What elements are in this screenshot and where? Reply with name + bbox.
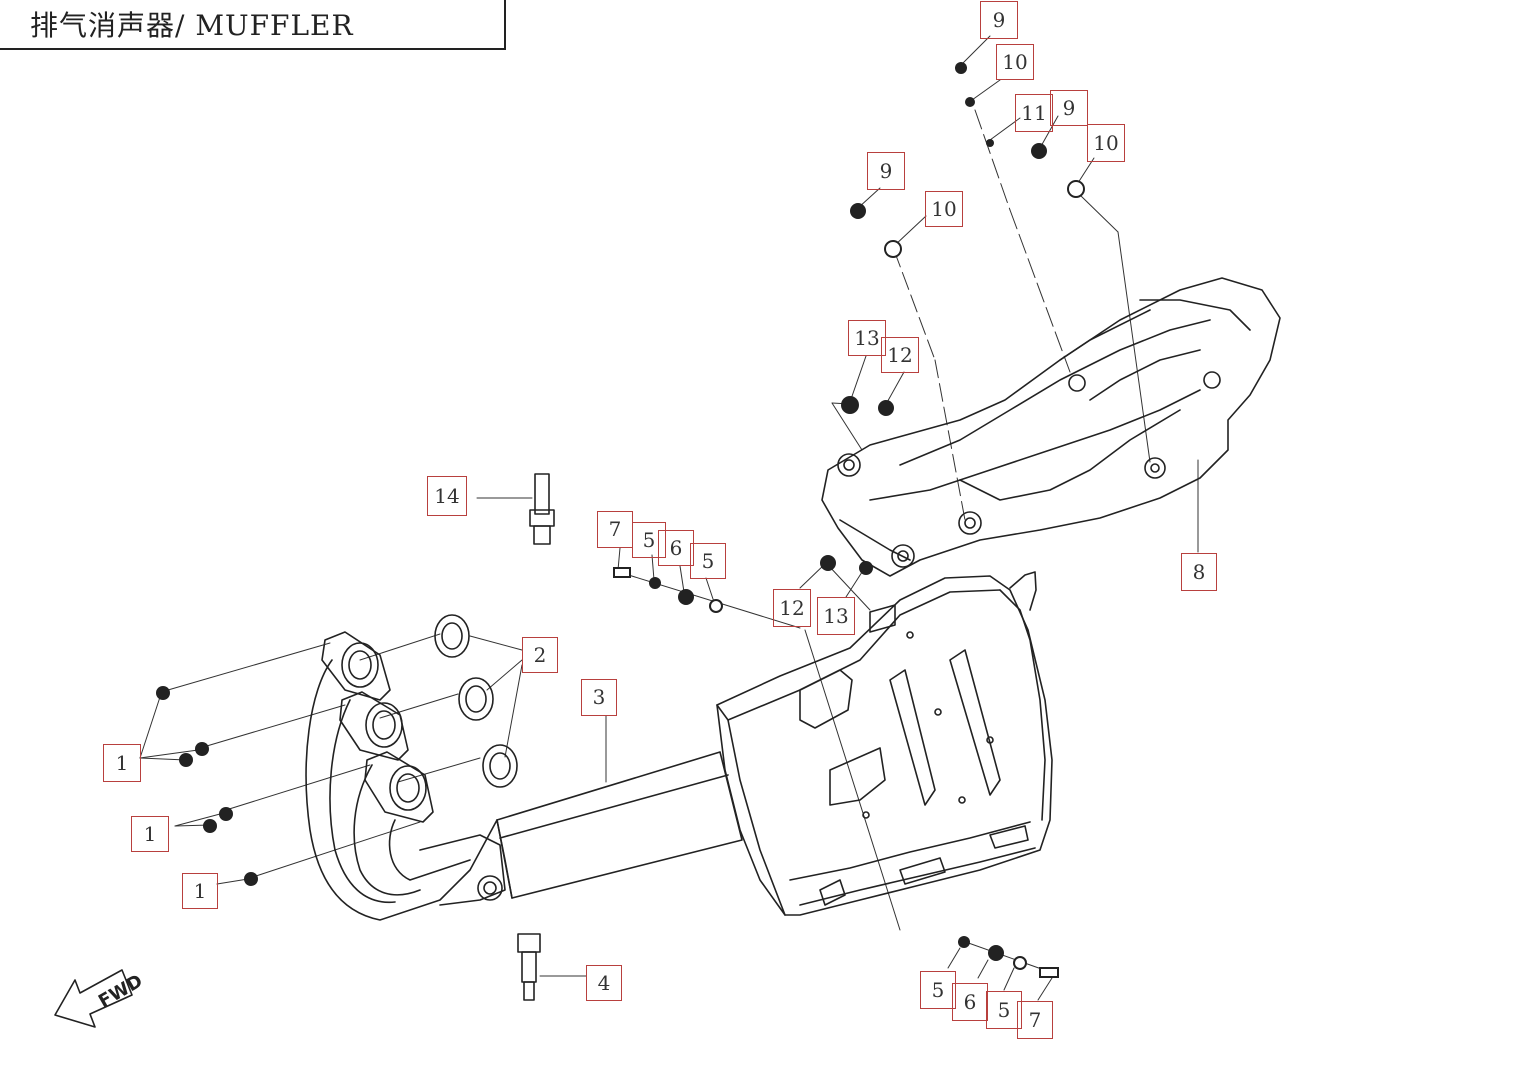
callout-7: 7 xyxy=(1017,1001,1053,1039)
callout-10: 10 xyxy=(925,191,963,227)
exhaust-header xyxy=(305,631,506,921)
muffler-body xyxy=(716,571,1053,916)
callout-4: 4 xyxy=(586,965,622,1001)
callout-8: 8 xyxy=(1181,553,1217,591)
gaskets xyxy=(434,614,518,788)
leader-lines xyxy=(139,35,1199,1001)
fwd-arrow xyxy=(54,969,133,1028)
callout-12: 12 xyxy=(881,337,919,373)
callout-10: 10 xyxy=(1087,124,1125,162)
fasteners xyxy=(156,62,1047,961)
page-title: 排气消声器/ MUFFLER xyxy=(30,9,354,42)
callout-13: 13 xyxy=(848,320,886,356)
callout-10: 10 xyxy=(996,44,1034,80)
callout-13: 13 xyxy=(817,597,855,635)
callout-7: 7 xyxy=(597,511,633,548)
callout-5: 5 xyxy=(986,991,1022,1029)
callout-3: 3 xyxy=(581,679,617,716)
callout-12: 12 xyxy=(773,589,811,627)
callout-11: 11 xyxy=(1015,94,1053,132)
callout-5: 5 xyxy=(920,971,956,1009)
title-box: 排气消声器/ MUFFLER xyxy=(0,0,506,50)
callout-1: 1 xyxy=(103,744,141,782)
callout-9: 9 xyxy=(980,1,1018,39)
callout-1: 1 xyxy=(131,816,169,852)
callout-5: 5 xyxy=(690,543,726,579)
callout-6: 6 xyxy=(658,530,694,566)
callout-9: 9 xyxy=(1050,90,1088,126)
callout-1: 1 xyxy=(182,873,218,909)
callout-2: 2 xyxy=(522,637,558,673)
sensor-4 xyxy=(517,933,541,1001)
callout-6: 6 xyxy=(952,983,988,1021)
sensor-14 xyxy=(529,473,555,545)
heat-shield xyxy=(821,277,1281,577)
washers xyxy=(613,180,1085,978)
fwd-label: FWD xyxy=(95,971,146,1013)
callout-9: 9 xyxy=(867,152,905,190)
callout-14: 14 xyxy=(427,476,467,516)
mid-pipe xyxy=(496,751,743,899)
